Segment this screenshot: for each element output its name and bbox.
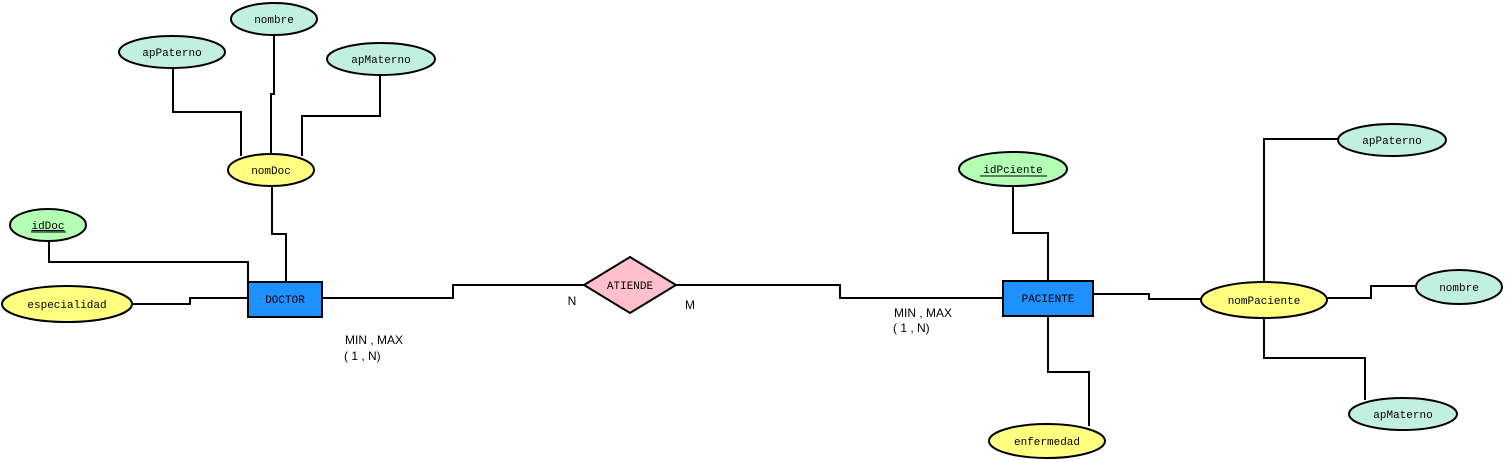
line-apmaterno-nomdoc [301, 75, 381, 156]
attribute-especialidad[interactable]: especialidad [1, 285, 133, 323]
attribute-nomdoc[interactable]: nomDoc [227, 153, 315, 187]
attribute-label: apPaterno [142, 48, 201, 60]
attribute-label: nomDoc [251, 166, 291, 178]
entity-label: PACIENTE [1022, 294, 1075, 306]
attribute-nompaciente[interactable]: nomPaciente [1200, 281, 1328, 319]
attribute-nombre-doctor[interactable]: nombre [230, 2, 318, 36]
attribute-label: nomPaciente [1228, 296, 1301, 308]
relationship-atiende[interactable]: ATIENDE [582, 255, 678, 315]
attribute-enfermedad[interactable]: enfermedad [988, 423, 1106, 459]
line-appaterno-nomdoc [172, 68, 242, 156]
line-doctor-atiende [322, 284, 584, 299]
attribute-appaterno-paciente[interactable]: apPaterno [1337, 123, 1447, 157]
key-attribute-label: idDoc [31, 221, 64, 233]
attribute-label: nombre [1439, 283, 1479, 295]
attribute-label: nombre [254, 15, 294, 27]
attribute-apmaterno-doctor[interactable]: apMaterno [326, 42, 436, 76]
line-paciente-nompaciente [1093, 293, 1201, 300]
attribute-iddoc-key[interactable]: idDoc [9, 208, 87, 242]
line-idpciente-paciente [1012, 186, 1049, 281]
attribute-label: apPaterno [1362, 136, 1421, 148]
line-atiende-paciente [676, 284, 1003, 299]
entity-doctor[interactable]: DOCTOR [247, 281, 323, 318]
line-iddoc-doctor [48, 240, 249, 281]
connector-lines [48, 35, 1417, 426]
line-appaterno-nompaciente [1263, 138, 1339, 282]
attribute-nombre-paciente[interactable]: nombre [1415, 269, 1503, 305]
line-nombre-nomdoc [270, 35, 275, 154]
cardinality-right: M [685, 298, 695, 312]
line-nombre-nompaciente [1327, 285, 1417, 299]
line-especialidad-doctor [132, 297, 248, 305]
cardinality-left: N [568, 294, 577, 308]
participation-values-doctor: ( 1 , N) [344, 349, 381, 363]
attribute-apmaterno-paciente[interactable]: apMaterno [1348, 397, 1458, 431]
participation-label-paciente: MIN , MAX [894, 306, 952, 320]
attribute-label: especialidad [27, 300, 106, 312]
line-apmaterno-nompaciente [1263, 317, 1366, 400]
attribute-label: apMaterno [1373, 410, 1432, 422]
attribute-label: enfermedad [1014, 437, 1080, 449]
attribute-appaterno-doctor[interactable]: apPaterno [118, 35, 226, 69]
participation-values-paciente: ( 1 , N) [893, 321, 930, 335]
line-enfermedad-paciente [1047, 316, 1090, 426]
key-attribute-label: idPciente [983, 165, 1042, 177]
entity-paciente[interactable]: PACIENTE [1002, 280, 1094, 317]
attribute-label: apMaterno [351, 55, 410, 67]
attribute-idpciente-key[interactable]: idPciente [958, 151, 1068, 187]
line-nomdoc-doctor [271, 186, 287, 281]
participation-label-doctor: MIN , MAX [345, 333, 403, 347]
relationship-label: ATIENDE [607, 281, 654, 293]
entity-label: DOCTOR [265, 295, 305, 307]
